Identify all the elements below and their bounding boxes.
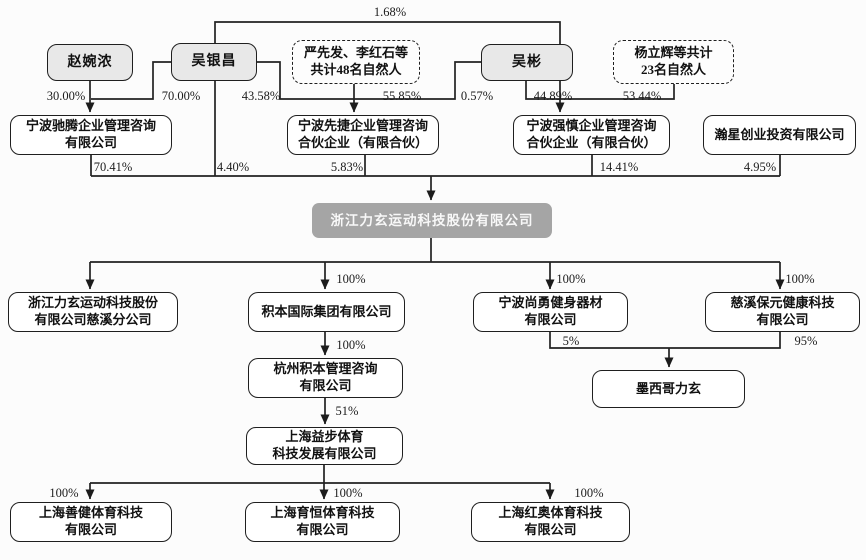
- node-shanjian: 上海善健体育科技 有限公司: [10, 502, 172, 542]
- edge-wu-bin-to-qiangshen: [525, 81, 560, 100]
- label-zhao-to-chiteng: 30.00%: [46, 89, 86, 103]
- label-wu-yinchang-to-chiteng: 70.00%: [161, 89, 201, 103]
- label-wu-yinchang-to-qiangshen: 1.68%: [373, 5, 407, 19]
- node-baoyuan: 慈溪保元健康科技 有限公司: [705, 292, 860, 332]
- label-shangyong-to-mexico: 5%: [562, 334, 580, 348]
- node-yuheng: 上海育恒体育科技 有限公司: [245, 502, 400, 542]
- label-yan-group-to-xianjie: 55.85%: [382, 89, 422, 103]
- node-xianjie: 宁波先捷企业管理咨询 合伙企业（有限合伙）: [287, 115, 439, 155]
- node-yang-group: 杨立辉等共计 23名自然人: [613, 40, 734, 84]
- node-hongao: 上海红奥体育科技 有限公司: [471, 502, 630, 542]
- label-lixuan-to-baoyuan: 100%: [785, 272, 815, 286]
- node-yibu: 上海益步体育 科技发展有限公司: [246, 427, 403, 465]
- label-yibu-to-yuheng: 100%: [333, 486, 363, 500]
- label-wu-yinchang-to-xianjie: 43.58%: [241, 89, 281, 103]
- edge-mexico-merge: [549, 332, 781, 349]
- node-lixuan-root: 浙江力玄运动科技股份有限公司: [312, 203, 552, 238]
- edge-yang-group-to-qiangshen: [560, 84, 675, 100]
- node-qiangshen: 宁波强慎企业管理咨询 合伙企业（有限合伙）: [513, 115, 670, 155]
- node-hangzhou-jiben: 杭州积本管理咨询 有限公司: [248, 358, 403, 398]
- label-lixuan-to-shangyong: 100%: [556, 272, 586, 286]
- label-qiangshen-to-lixuan: 14.41%: [599, 160, 639, 174]
- node-hanxing: 瀚星创业投资有限公司: [703, 115, 856, 155]
- label-yang-group-to-qiangshen: 53.44%: [622, 89, 662, 103]
- node-jiben: 积本国际集团有限公司: [248, 292, 405, 332]
- label-wu-yinchang-to-lixuan: 4.40%: [216, 160, 250, 174]
- label-wu-bin-to-xianjie: 0.57%: [460, 89, 494, 103]
- label-wu-bin-to-qiangshen: 44.89%: [533, 89, 573, 103]
- node-mexico: 墨西哥力玄: [592, 370, 745, 408]
- label-chiteng-to-lixuan: 70.41%: [93, 160, 133, 174]
- label-hangzhou-jiben-to-yibu: 51%: [335, 404, 359, 418]
- label-hanxing-to-lixuan: 4.95%: [743, 160, 777, 174]
- node-shangyong: 宁波尚勇健身器材 有限公司: [473, 292, 628, 332]
- edge-wu-bin-to-xianjie: [354, 61, 481, 100]
- node-wu-yinchang: 吴银昌: [171, 43, 257, 81]
- node-cixi-branch: 浙江力玄运动科技股份 有限公司慈溪分公司: [8, 292, 178, 332]
- node-wu-bin: 吴彬: [481, 44, 573, 81]
- edge-wu-yinchang-to-chiteng: [91, 61, 171, 100]
- node-zhao: 赵婉浓: [47, 44, 133, 81]
- label-yibu-to-shanjian: 100%: [49, 486, 79, 500]
- label-jiben-to-hangzhou-jiben: 100%: [336, 338, 366, 352]
- label-xianjie-to-lixuan: 5.83%: [330, 160, 364, 174]
- edge-wu-yinchang-to-xianjie: [257, 61, 354, 100]
- label-baoyuan-to-mexico: 95%: [794, 334, 818, 348]
- label-yibu-to-hongao: 100%: [574, 486, 604, 500]
- node-chiteng: 宁波驰腾企业管理咨询 有限公司: [10, 115, 172, 155]
- label-lixuan-to-jiben: 100%: [336, 272, 366, 286]
- node-yan-group: 严先发、李红石等 共计48名自然人: [292, 40, 420, 84]
